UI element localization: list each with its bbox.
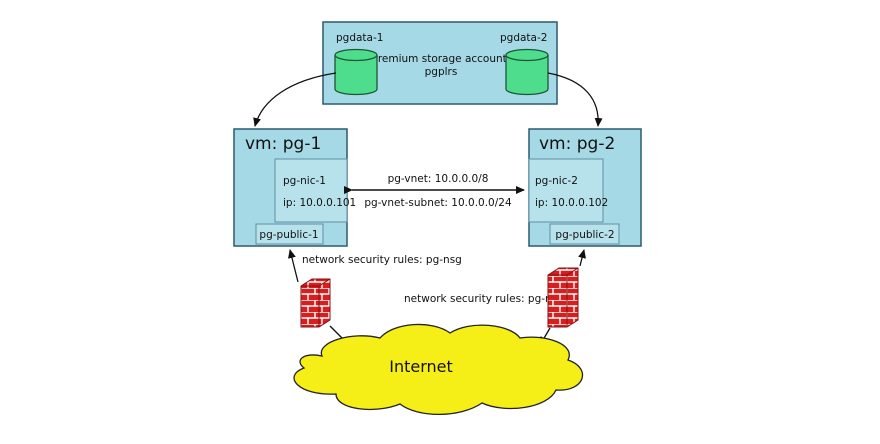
- vnet-label: pg-vnet: 10.0.0.0/8: [388, 173, 489, 185]
- public-ip-pg-public-1-box: [255, 223, 324, 245]
- disk-pgdata-1-icon: [334, 48, 378, 96]
- disk-pgdata-2-icon: [505, 48, 549, 96]
- storage-account-name: pgplrs: [425, 66, 458, 78]
- vm-pg-1-title: vm: pg-1: [245, 134, 321, 154]
- firewall-left-to-public-ip-arrow: [288, 249, 299, 283]
- public-ip-pg-public-2-box: [549, 223, 620, 245]
- vm-pg-1: vm: pg-1 pg-nic-1 ip: 10.0.0.101 pg-publ…: [233, 128, 356, 247]
- disk-label-pgdata-1: pgdata-1: [336, 32, 383, 44]
- internet-cloud-icon: [293, 323, 584, 416]
- public-ip-pg-public-1-label: pg-public-1: [259, 229, 318, 241]
- nic-pg-nic-1-label: pg-nic-1: [283, 175, 326, 187]
- nic-pg-nic-2-label: pg-nic-2: [535, 175, 578, 187]
- public-ip-pg-public-2-label: pg-public-2: [555, 229, 614, 241]
- disk2-to-vm2-arrow: [547, 72, 603, 127]
- storage-account: pgdata-1 pgdata-2 Premium storage accoun…: [322, 21, 558, 105]
- nsg-left-label: network security rules: pg-nsg: [302, 254, 462, 266]
- vm-pg-2-title: vm: pg-2: [539, 134, 615, 154]
- storage-account-title: Premium storage account:: [372, 53, 511, 65]
- internet-cloud: Internet: [293, 323, 584, 416]
- nic-pg-nic-1-ip: ip: 10.0.0.101: [283, 197, 356, 209]
- nic-pg-nic-1-box: [274, 158, 348, 223]
- nic-pg-nic-2-ip: ip: 10.0.0.102: [535, 197, 608, 209]
- vnet-subnet-label: pg-vnet-subnet: 10.0.0.0/24: [364, 197, 512, 209]
- vm-pg-2: vm: pg-2 pg-nic-2 ip: 10.0.0.102 pg-publ…: [528, 128, 642, 247]
- disk1-to-vm1-arrow: [253, 72, 337, 127]
- nsg-right-label: network security rules: pg-nsg: [404, 293, 564, 305]
- firewall-right-icon: [547, 267, 579, 328]
- internet-label: Internet: [389, 357, 453, 376]
- nic-pg-nic-2-box: [528, 158, 604, 223]
- disk-label-pgdata-2: pgdata-2: [500, 32, 547, 44]
- firewall-left-icon: [300, 278, 331, 328]
- firewall-right-to-public-ip-arrow: [578, 249, 586, 267]
